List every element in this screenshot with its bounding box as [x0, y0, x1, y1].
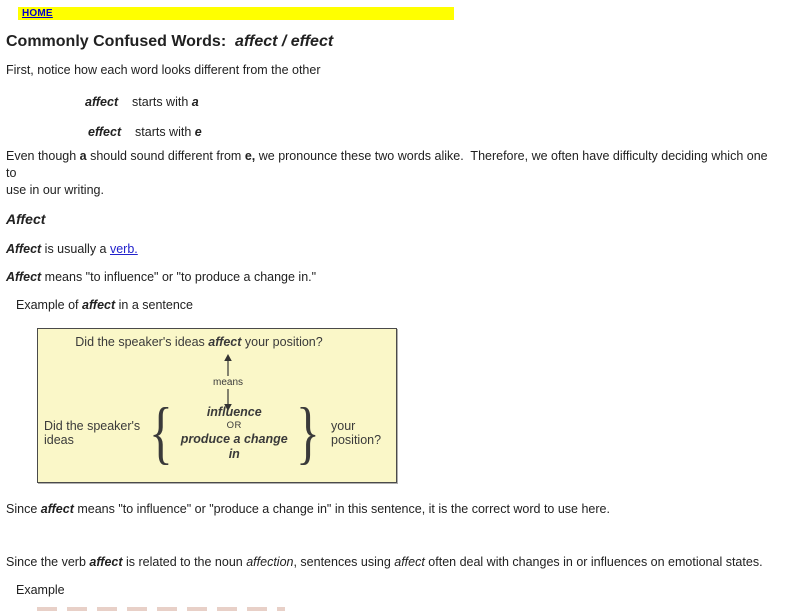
- effect-starts-line: effect starts with e: [88, 125, 202, 139]
- page-title: Commonly Confused Words: affect / effect: [6, 33, 334, 50]
- option-influence: influence: [206, 404, 262, 419]
- verb-link[interactable]: verb.: [109, 242, 138, 256]
- paraphrase-right-text: your position?: [331, 419, 382, 447]
- means-label: means: [212, 377, 243, 388]
- paragraph-since-correct: Since affect means "to influence" or "pr…: [6, 502, 610, 516]
- example-label: Example of affect in a sentence: [16, 298, 193, 312]
- paragraph-means-definition: Affect means "to influence" or "to produ…: [6, 270, 317, 284]
- right-brace: }: [296, 394, 321, 472]
- paraphrase-row: Did the speaker's ideas { influence OR p…: [42, 393, 392, 473]
- arrow-down-icon: [224, 389, 232, 411]
- affect-section-heading: Affect: [6, 211, 46, 227]
- paraphrase-left-text: Did the speaker's ideas: [44, 419, 141, 447]
- or-label: OR: [226, 419, 242, 431]
- paragraph-since-affection: Since the verb affect is related to the …: [6, 555, 763, 569]
- paragraph-usually-verb: Affect is usually a verb.: [6, 242, 138, 256]
- affect-example-diagram: Did the speaker's ideas affect your posi…: [37, 328, 397, 483]
- paragraph-intro: First, notice how each word looks differ…: [6, 63, 321, 77]
- paragraph-pronounce: Even though a should sound different fro…: [6, 149, 768, 197]
- left-brace: {: [148, 394, 173, 472]
- diagram-sentence: Did the speaker's ideas affect your posi…: [75, 335, 323, 349]
- arrow-up-icon: [224, 354, 232, 376]
- meaning-options: influence OR produce a change in: [175, 405, 293, 462]
- home-bar: HOME: [18, 7, 454, 20]
- means-arrows: means: [198, 354, 258, 411]
- home-link[interactable]: HOME: [22, 8, 53, 19]
- affect-starts-line: affect starts with a: [85, 95, 199, 109]
- cutoff-content-strip: [37, 607, 285, 611]
- example2-label: Example: [16, 583, 65, 597]
- option-produce-change: produce a change in: [180, 431, 288, 461]
